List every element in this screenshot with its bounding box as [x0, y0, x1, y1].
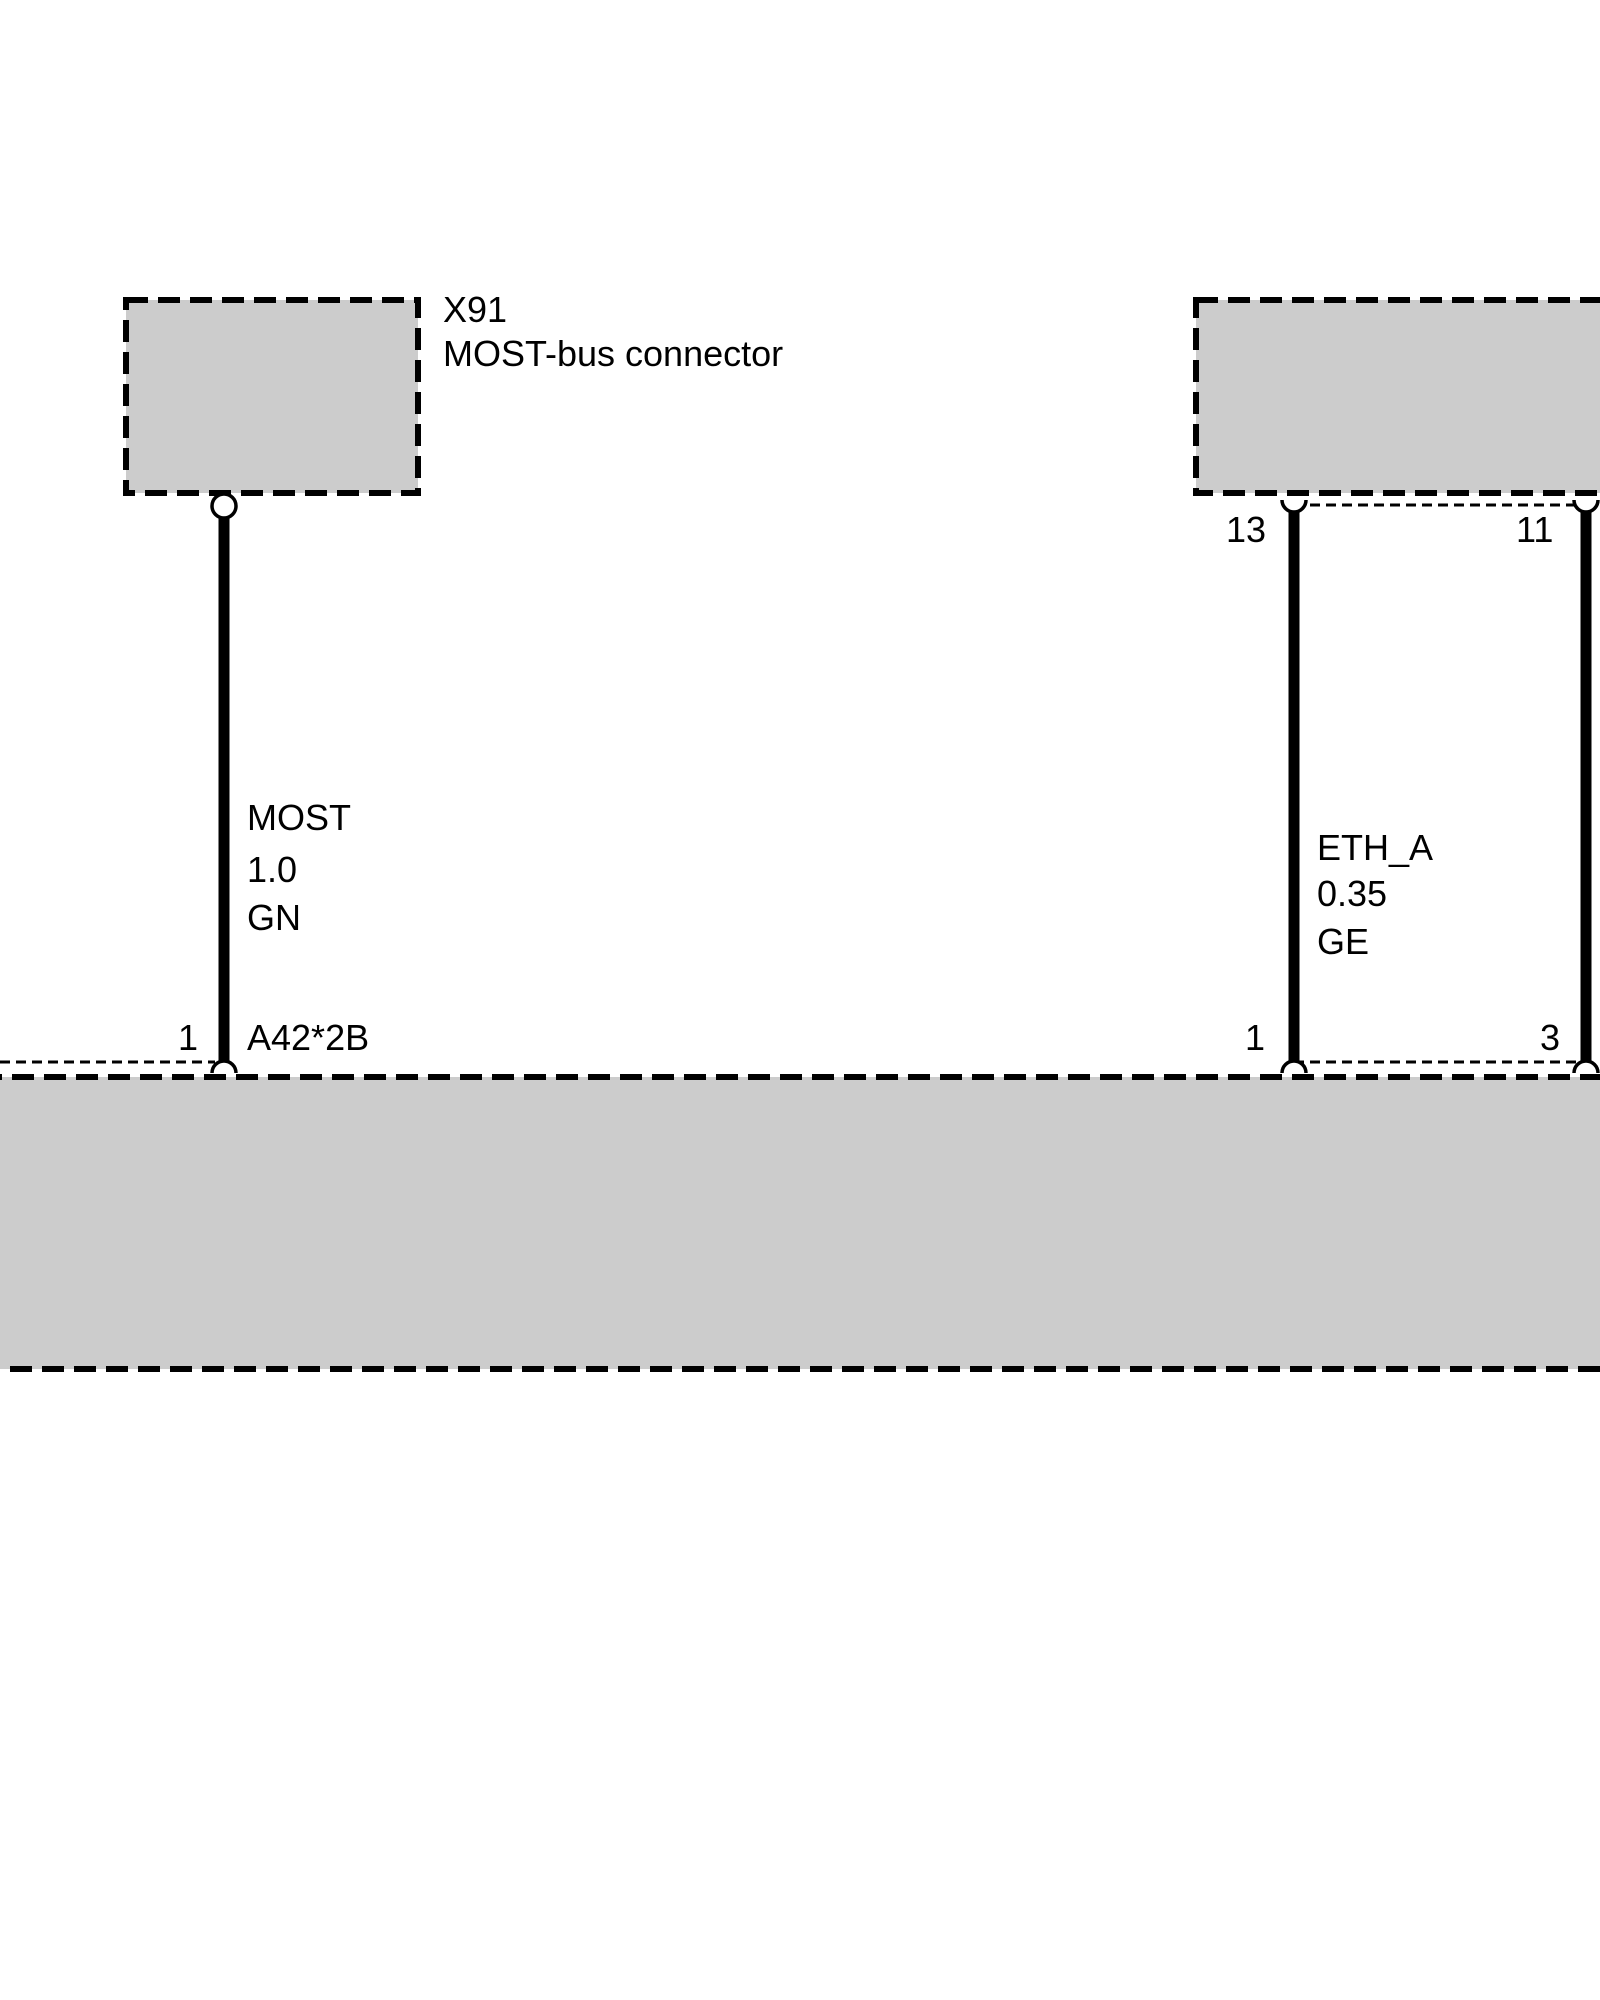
right-wire-bottom-terminal: [1572, 1059, 1600, 1074]
right-wire-top-terminal: [1572, 499, 1600, 514]
eth-a-wire-top-pin: 13: [1226, 509, 1266, 550]
eth-a-wire-signal: ETH_A: [1317, 827, 1433, 868]
right-wire-top-pin: 11: [1516, 509, 1553, 550]
most-wire-bottom-terminal: [210, 1059, 238, 1074]
x91-connector-box: [123, 297, 421, 496]
right-wire-bottom-pin: 3: [1540, 1017, 1560, 1058]
x91-connector-id: X91: [443, 289, 507, 330]
most-wire-color-code: GN: [247, 897, 301, 938]
eth-a-wire-color-code: GE: [1317, 921, 1369, 962]
eth-a-wire-cross-section: 0.35: [1317, 873, 1387, 914]
eth-a-wire-top-terminal: [1280, 499, 1308, 514]
most-wire-connector-ref: A42*2B: [247, 1017, 369, 1058]
most-wire-signal: MOST: [247, 797, 351, 838]
main-control-unit-box: [0, 1074, 1600, 1372]
most-wire-bottom-pin: 1: [178, 1017, 198, 1058]
most-wire-cross-section: 1.0: [247, 849, 297, 890]
upper-right-component-box: [1193, 297, 1600, 496]
eth-a-wire-bottom-terminal: [1280, 1059, 1308, 1074]
eth-a-wire-bottom-pin: 1: [1245, 1017, 1265, 1058]
x91-connector-description: MOST-bus connector: [443, 333, 783, 374]
most-wire-top-terminal: [210, 492, 238, 520]
